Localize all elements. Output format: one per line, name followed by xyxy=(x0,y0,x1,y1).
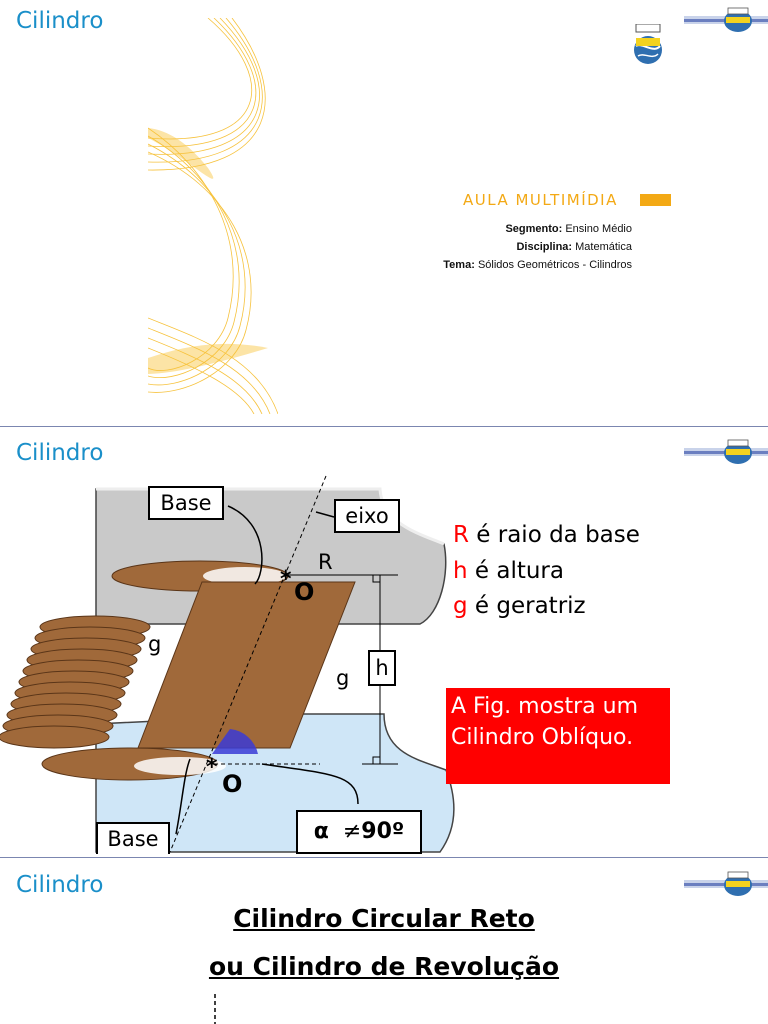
svg-text:*: * xyxy=(280,567,292,592)
axis-dashed-line xyxy=(214,994,216,1024)
legend-generatrix: g é geratriz xyxy=(453,593,586,619)
slide-3: Cilindro Cilindro Circular Reto ou Cilin… xyxy=(0,862,768,1024)
eixo-label: eixo xyxy=(334,499,400,533)
slide-title: Cilindro xyxy=(16,8,104,34)
heading-line-2: ou Cilindro de Revolução xyxy=(208,952,560,981)
globe-logo-icon xyxy=(634,24,662,64)
slide-divider xyxy=(0,857,768,858)
slide-title: Cilindro xyxy=(16,872,104,898)
radius-label: R xyxy=(318,550,333,574)
generatrix-left-label: g xyxy=(148,632,162,656)
legend-height: h é altura xyxy=(453,558,564,584)
header-logo-icon xyxy=(684,871,768,896)
center-bottom-label: O xyxy=(222,770,243,798)
legend-radius: R é raio da base xyxy=(453,522,640,548)
disciplina-line: Disciplina: Matemática xyxy=(516,241,632,253)
oblique-cylinder-figure: * * xyxy=(0,475,455,853)
slide-divider xyxy=(0,426,768,427)
center-top-label: O xyxy=(294,578,315,606)
tema-line: Tema: Sólidos Geométricos - Cilindros xyxy=(443,259,632,271)
angle-label: α ≠90º xyxy=(296,810,422,854)
header-logo-icon xyxy=(684,7,768,32)
aula-multimidia-label: AULA MULTIMÍDIA xyxy=(463,191,618,209)
aula-accent-bar xyxy=(640,194,671,206)
ribbon-decoration xyxy=(148,18,278,414)
oblique-note: A Fig. mostra um Cilindro Oblíquo. xyxy=(446,688,670,784)
slide-2: Cilindro xyxy=(0,430,768,854)
segmento-line: Segmento: Ensino Médio xyxy=(505,223,632,235)
header-logo-icon xyxy=(684,439,768,464)
base-top-label: Base xyxy=(148,486,224,520)
generatrix-right-label: g xyxy=(336,666,350,690)
base-bottom-label: Base xyxy=(96,822,170,854)
height-label: h xyxy=(368,650,396,686)
slide-1: Cilindro xyxy=(0,0,768,424)
svg-text:*: * xyxy=(206,755,218,780)
heading-line-1: Cilindro Circular Reto xyxy=(233,904,535,933)
slide-title: Cilindro xyxy=(16,440,104,466)
